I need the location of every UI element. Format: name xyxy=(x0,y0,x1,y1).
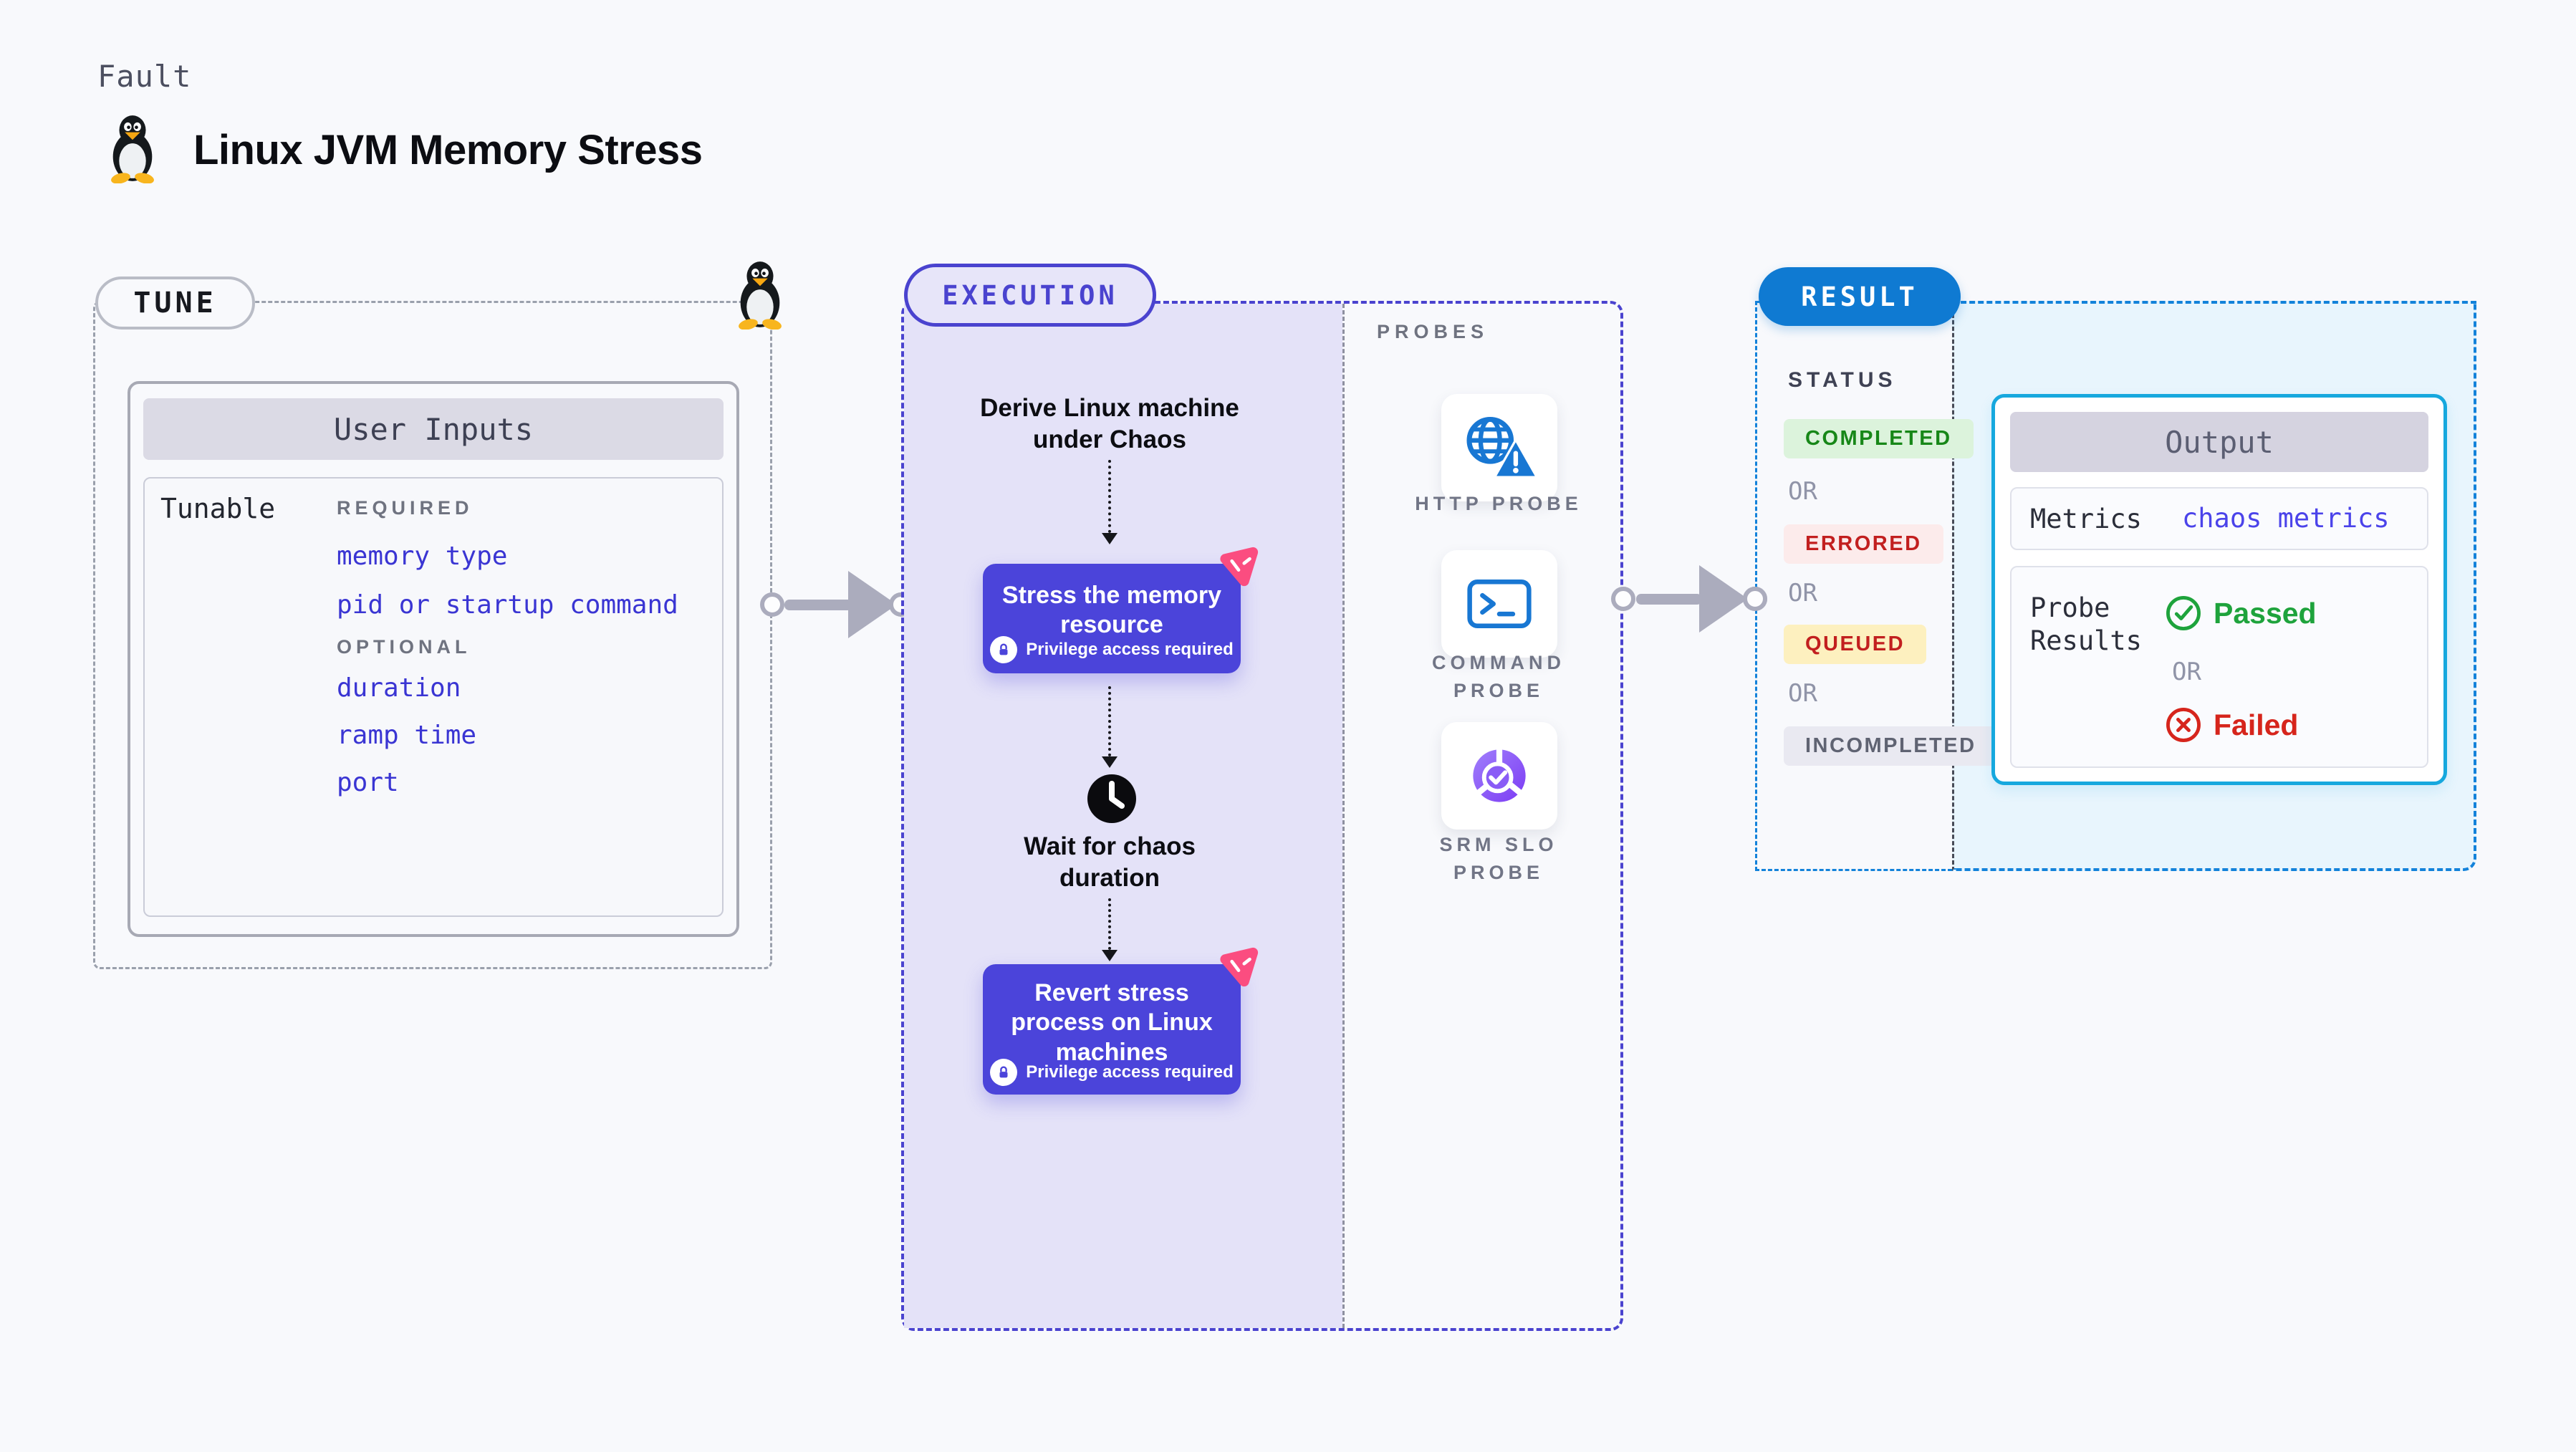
tunable-link-pid-or-startup-command[interactable]: pid or startup command xyxy=(337,590,678,620)
chaos-icon xyxy=(1220,547,1259,587)
arrow-down-head xyxy=(1102,533,1118,544)
privilege-note: Privilege access required xyxy=(983,1059,1241,1086)
arrow-down-head xyxy=(1102,950,1118,961)
execution-probes-divider xyxy=(1342,304,1345,1328)
globe-alert-icon xyxy=(1466,417,1537,479)
status-or: OR xyxy=(1788,579,1817,607)
status-label: STATUS xyxy=(1788,368,1897,392)
output-metrics-row xyxy=(2010,487,2428,550)
tunable-row-label: Tunable xyxy=(160,493,276,524)
probe-label-command: COMMAND PROBE xyxy=(1432,652,1565,702)
arrow-down-icon xyxy=(1108,460,1111,533)
tunable-link-duration[interactable]: duration xyxy=(337,673,461,703)
revert-stress-node: Revert stress process on Linux machines … xyxy=(983,964,1241,1095)
result-pill: RESULT xyxy=(1759,267,1961,326)
page-title: Linux JVM Memory Stress xyxy=(193,127,703,173)
output-header: Output xyxy=(2010,412,2428,472)
probe-label-srm-slo: SRM SLO PROBE xyxy=(1439,834,1558,884)
privilege-note-text: Privilege access required xyxy=(1026,640,1234,659)
tunable-link-port[interactable]: port xyxy=(337,768,399,797)
execution-pill-label: EXECUTION xyxy=(942,279,1118,311)
tunable-link-memory-type[interactable]: memory type xyxy=(337,542,508,571)
x-circle-icon xyxy=(2166,708,2201,742)
terminal-icon xyxy=(1467,580,1532,628)
probe-card-http[interactable] xyxy=(1441,394,1557,501)
page-kicker: Fault xyxy=(97,59,192,94)
output-header-label: Output xyxy=(2165,424,2274,460)
probe-card-srm-slo[interactable] xyxy=(1441,722,1557,830)
tux-icon xyxy=(111,115,154,183)
user-inputs-header: User Inputs xyxy=(143,398,724,460)
arrow-down-head xyxy=(1102,756,1118,768)
required-group-label: REQUIRED xyxy=(337,497,474,519)
arrow-tune-to-execution-shaft xyxy=(784,600,852,610)
passed-label: Passed xyxy=(2214,597,2317,630)
metrics-value-link[interactable]: chaos metrics xyxy=(2182,503,2390,534)
connector-dot xyxy=(760,592,784,617)
probe-card-command[interactable] xyxy=(1441,550,1557,658)
lock-icon xyxy=(990,636,1018,663)
probe-results-label: Probe Results xyxy=(2030,592,2142,657)
tune-pill: TUNE xyxy=(95,277,255,330)
privilege-note-text: Privilege access required xyxy=(1026,1062,1234,1082)
status-badge-queued: QUEUED xyxy=(1784,625,1927,664)
execution-step-wait: Wait for chaos duration xyxy=(1024,832,1196,892)
connector-dot xyxy=(1611,587,1635,611)
tune-pill-label: TUNE xyxy=(133,287,217,319)
user-inputs-header-label: User Inputs xyxy=(333,411,534,447)
status-badge-incompleted: INCOMPLETED xyxy=(1784,726,1998,766)
optional-group-label: OPTIONAL xyxy=(337,636,471,658)
status-badge-errored: ERRORED xyxy=(1784,524,1943,564)
execution-pill: EXECUTION xyxy=(904,264,1156,327)
arrow-down-icon xyxy=(1108,686,1111,756)
execution-step-derive: Derive Linux machine under Chaos xyxy=(980,394,1239,453)
failed-label: Failed xyxy=(2214,708,2299,741)
check-circle-icon xyxy=(2166,596,2201,630)
probe-label-http: HTTP PROBE xyxy=(1415,493,1582,514)
lock-icon xyxy=(990,1059,1018,1086)
status-badge-completed: COMPLETED xyxy=(1784,419,1974,458)
slo-pie-icon xyxy=(1473,748,1526,802)
status-or: OR xyxy=(1788,477,1817,506)
output-probe-results-row xyxy=(2010,566,2428,768)
result-pill-label: RESULT xyxy=(1801,281,1918,312)
output-or: OR xyxy=(2172,658,2201,686)
tune-section-box xyxy=(93,301,772,969)
tunable-link-ramp-time[interactable]: ramp time xyxy=(337,721,477,750)
stress-memory-node: Stress the memory resource Privilege acc… xyxy=(983,564,1241,673)
probes-label: PROBES xyxy=(1377,321,1489,342)
arrow-tune-to-execution-head xyxy=(848,571,897,638)
metrics-label: Metrics xyxy=(2030,504,2142,534)
user-inputs-body xyxy=(143,477,724,917)
tux-corner-icon xyxy=(739,261,782,330)
chaos-icon xyxy=(1220,947,1259,987)
privilege-note: Privilege access required xyxy=(983,636,1241,663)
arrow-execution-to-result-head xyxy=(1699,565,1748,633)
arrow-execution-to-result-shaft xyxy=(1636,594,1702,605)
clock-icon xyxy=(1087,774,1136,823)
revert-stress-node-title: Revert stress process on Linux machines xyxy=(1011,979,1213,1066)
stress-memory-node-title: Stress the memory resource xyxy=(1001,582,1222,639)
arrow-down-icon xyxy=(1108,898,1111,950)
status-or: OR xyxy=(1788,679,1817,708)
connector-dot xyxy=(1743,587,1767,611)
